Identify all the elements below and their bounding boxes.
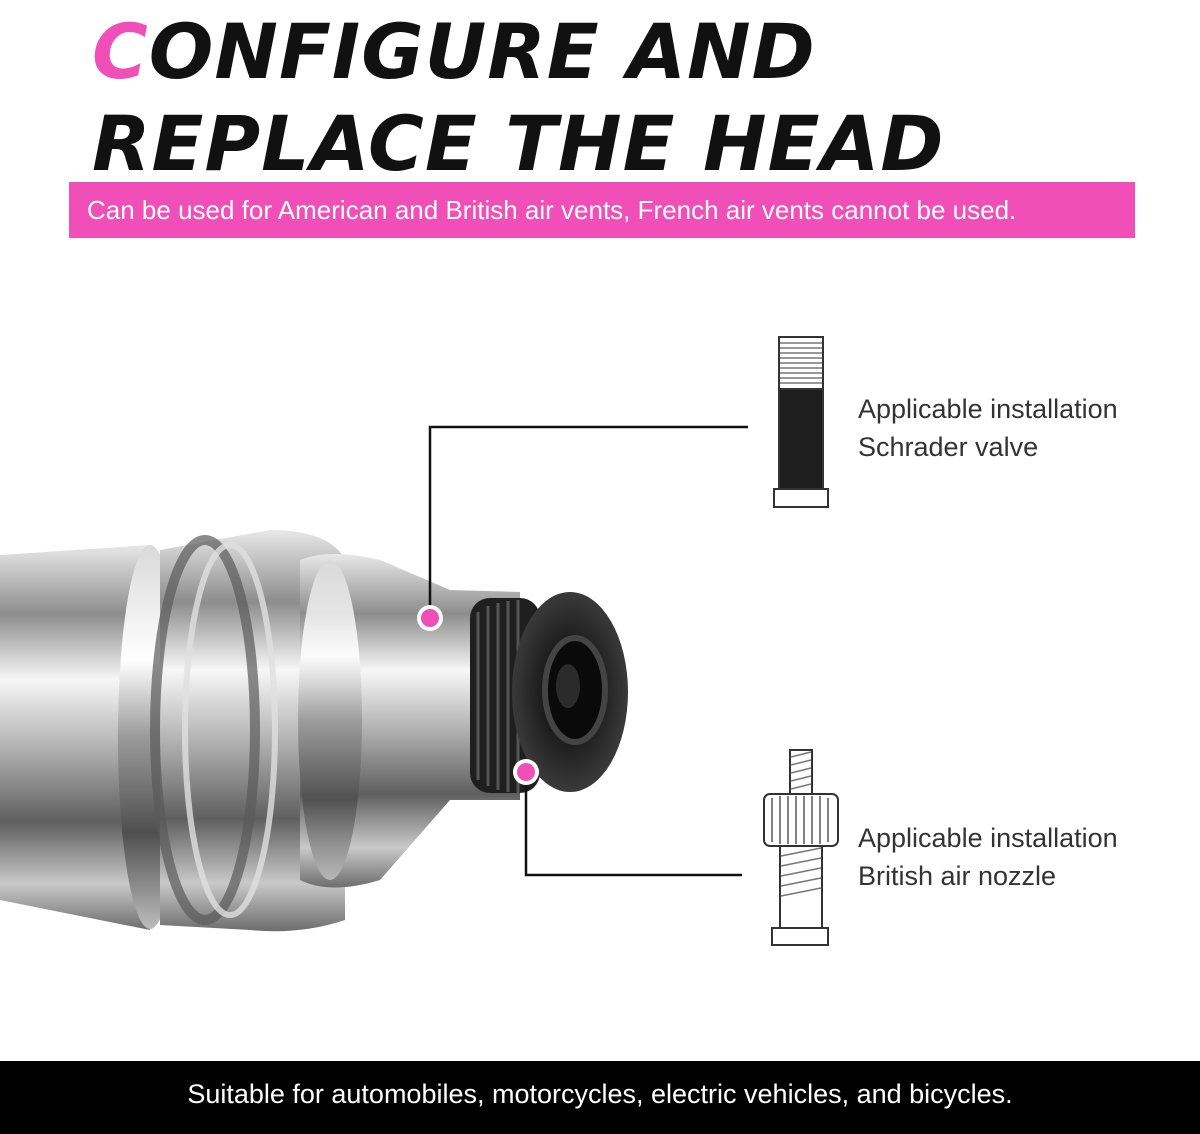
callout-schrader-line2: Schrader valve bbox=[858, 432, 1039, 462]
callout-lines bbox=[428, 425, 748, 877]
pump-body bbox=[0, 530, 345, 932]
callout-schrader-line1: Applicable installation bbox=[858, 394, 1118, 424]
callout-british: Applicable installation British air nozz… bbox=[858, 819, 1118, 895]
title-accent-letter: C bbox=[92, 7, 149, 96]
british-nozzle-drawing bbox=[763, 749, 839, 946]
compatibility-banner: Can be used for American and British air… bbox=[69, 182, 1135, 238]
pump-neck bbox=[298, 554, 520, 888]
page-title: CONFIGURE AND REPLACE THE HEAD bbox=[92, 6, 944, 190]
title-line-1-text: ONFIGURE AND bbox=[148, 7, 816, 96]
title-line-2: REPLACE THE HEAD bbox=[92, 99, 945, 188]
schrader-valve-drawing bbox=[773, 336, 829, 508]
callout-british-line1: Applicable installation bbox=[858, 823, 1118, 853]
callout-dots bbox=[417, 605, 539, 785]
nozzle-cap bbox=[470, 592, 628, 793]
title-line-1: CONFIGURE AND bbox=[92, 6, 944, 98]
usage-banner: Suitable for automobiles, motorcycles, e… bbox=[0, 1061, 1200, 1134]
callout-schrader: Applicable installation Schrader valve bbox=[858, 390, 1118, 466]
compatibility-banner-text: Can be used for American and British air… bbox=[87, 195, 1017, 225]
callout-british-line2: British air nozzle bbox=[858, 861, 1057, 891]
usage-banner-text: Suitable for automobiles, motorcycles, e… bbox=[187, 1079, 1013, 1109]
